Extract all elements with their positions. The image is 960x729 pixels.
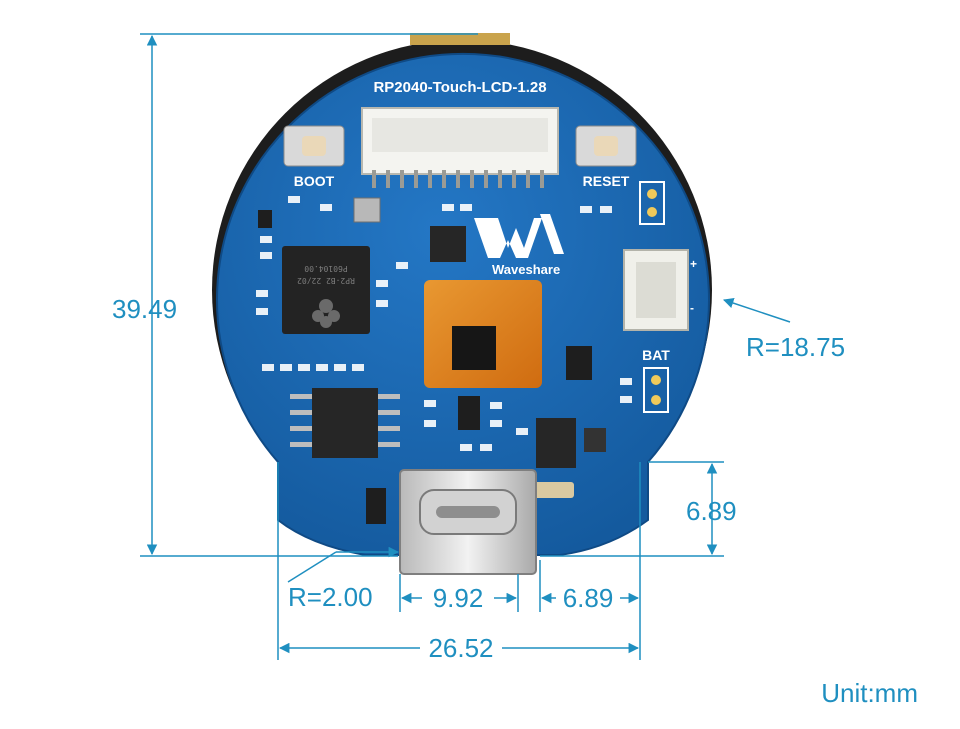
ribbon-cable — [410, 33, 510, 45]
height-dimension: 39.49 — [112, 294, 177, 324]
right-height-dimension: 6.89 — [686, 496, 737, 526]
brand-label: Waveshare — [492, 262, 560, 277]
bat-label: BAT — [642, 347, 670, 363]
chip-marking-2: P60104.00 — [304, 264, 348, 273]
unit-label: Unit:mm — [821, 678, 918, 708]
chip-marking-1: RP2-B2 22/02 — [297, 276, 355, 285]
usb-c-connector — [399, 469, 537, 575]
pcb-board: RP2040-Touch-LCD-1.28 BOOT — [212, 33, 712, 575]
waveshare-logo — [474, 214, 564, 258]
reset-label: RESET — [583, 173, 630, 189]
transistor — [258, 210, 272, 228]
fpc-connector — [361, 107, 559, 188]
diode — [366, 488, 386, 524]
flash-chip — [290, 388, 400, 458]
boot-label: BOOT — [294, 173, 335, 189]
battery-connector — [623, 249, 689, 331]
total-width-dimension: 26.52 — [428, 633, 493, 663]
reset-button — [575, 125, 637, 167]
right-offset-dimension: 6.89 — [563, 583, 614, 613]
led — [534, 482, 574, 498]
passive-components — [256, 196, 632, 451]
inductor — [584, 428, 606, 452]
charger-chip — [536, 418, 576, 468]
mosfet — [566, 346, 592, 380]
board-title: RP2040-Touch-LCD-1.28 — [373, 79, 546, 96]
usb-width-dimension: 9.92 — [433, 583, 484, 613]
radius-large-dimension: R=18.75 — [746, 332, 845, 362]
imu-chip — [430, 226, 466, 262]
pin-header-bottom — [643, 367, 669, 413]
radius-small-dimension: R=2.00 — [288, 582, 373, 612]
plus-mark: + — [690, 257, 697, 271]
minus-mark: - — [690, 301, 694, 315]
touch-fpc — [424, 280, 542, 388]
boot-button — [283, 125, 345, 167]
rp2040-chip: RP2-B2 22/02 P60104.00 — [282, 246, 370, 334]
regulator — [458, 396, 480, 430]
dimension-lines — [140, 33, 791, 660]
pin-header-top — [639, 181, 665, 225]
crystal — [353, 197, 381, 223]
raspberry-logo — [312, 299, 340, 328]
